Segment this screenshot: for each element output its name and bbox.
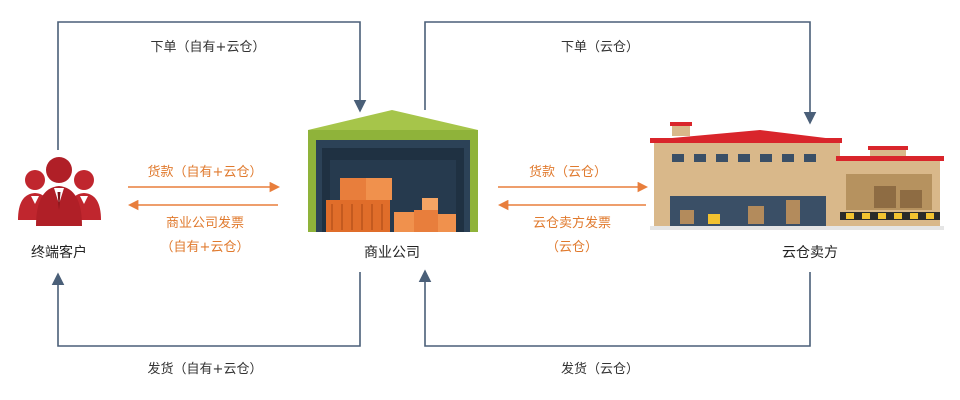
ship-self-cloud-label: 发货（自有+云仓）: [147, 362, 263, 377]
ship-self-cloud-line: [51, 272, 361, 347]
company-label: 商业公司: [364, 245, 420, 261]
payment-self-cloud-label: 货款（自有+云仓）: [147, 165, 263, 180]
invoice-company-label-line1: 商业公司发票: [165, 216, 245, 231]
company-warehouse-icon: [308, 110, 478, 232]
order-self-cloud-line: [57, 21, 367, 150]
order-self-cloud-label: 下单（自有+云仓）: [150, 40, 266, 55]
order-cloud-label: 下单（云仓）: [560, 40, 640, 55]
seller-factory-icon: [650, 122, 944, 230]
invoice-company-label-line2: （自有+云仓）: [160, 240, 250, 255]
seller-label: 云仓卖方: [782, 245, 838, 261]
customer-label: 终端客户: [31, 245, 87, 261]
ship-cloud-line: [418, 269, 811, 347]
customer-people-icon: [18, 157, 101, 226]
payment-cloud-label: 货款（云仓）: [528, 165, 608, 180]
ship-cloud-label: 发货（云仓）: [560, 362, 640, 377]
order-cloud-line: [424, 21, 817, 125]
invoice-seller-label-line2: （云仓）: [545, 240, 599, 255]
invoice-seller-label-line1: 云仓卖方发票: [532, 216, 612, 231]
